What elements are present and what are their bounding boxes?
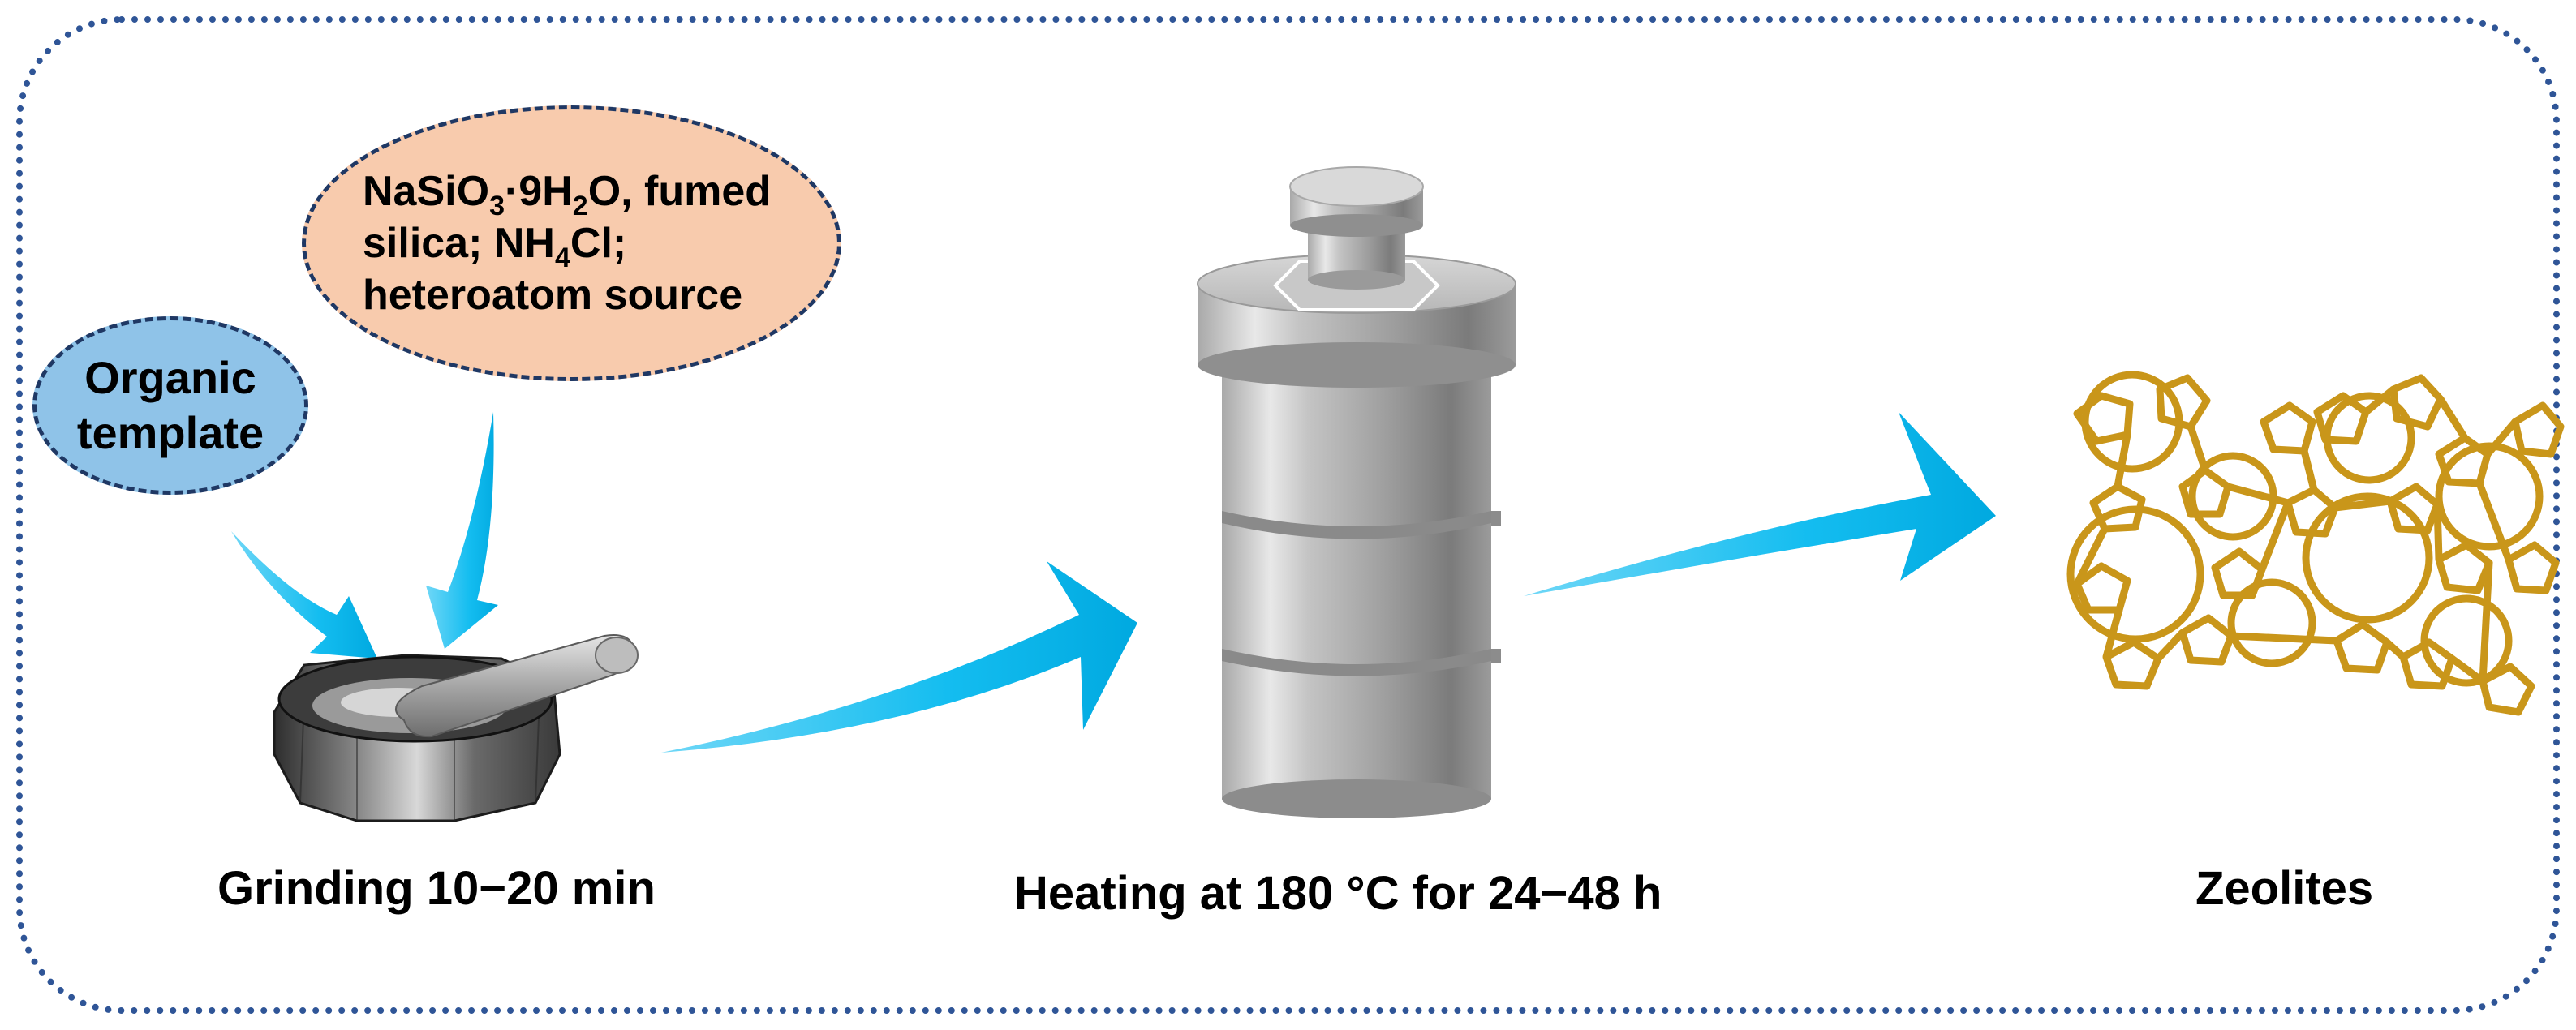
reagents-bubble: NaSiO3·9H2O, fumed silica; NH4Cl; hetero…	[302, 105, 841, 381]
template-line-2: template	[76, 407, 264, 458]
template-line-1: Organic	[84, 352, 256, 403]
reagent-line-1: NaSiO3·9H2O, fumed	[363, 168, 772, 221]
autoclave-icon	[1197, 166, 1516, 818]
heating-caption: Heating at 180 °C for 24−48 h	[1014, 867, 1662, 920]
zeolites-caption: Zeolites	[2195, 862, 2374, 915]
arrow-to-autoclave	[661, 561, 1137, 753]
organic-template-bubble: Organic template	[32, 316, 308, 495]
zeolite-framework-icon	[2066, 371, 2565, 716]
mortar-pestle-icon	[273, 634, 639, 822]
reagent-line-3: heteroatom source	[363, 272, 743, 319]
arrow-template-to-mortar	[231, 531, 377, 659]
grinding-caption: Grinding 10−20 min	[217, 862, 656, 915]
arrow-to-zeolites	[1524, 412, 1996, 596]
dotted-frame	[16, 16, 2560, 1014]
arrow-reagents-to-mortar	[426, 412, 498, 649]
reagent-line-2: silica; NH4Cl;	[363, 220, 627, 273]
